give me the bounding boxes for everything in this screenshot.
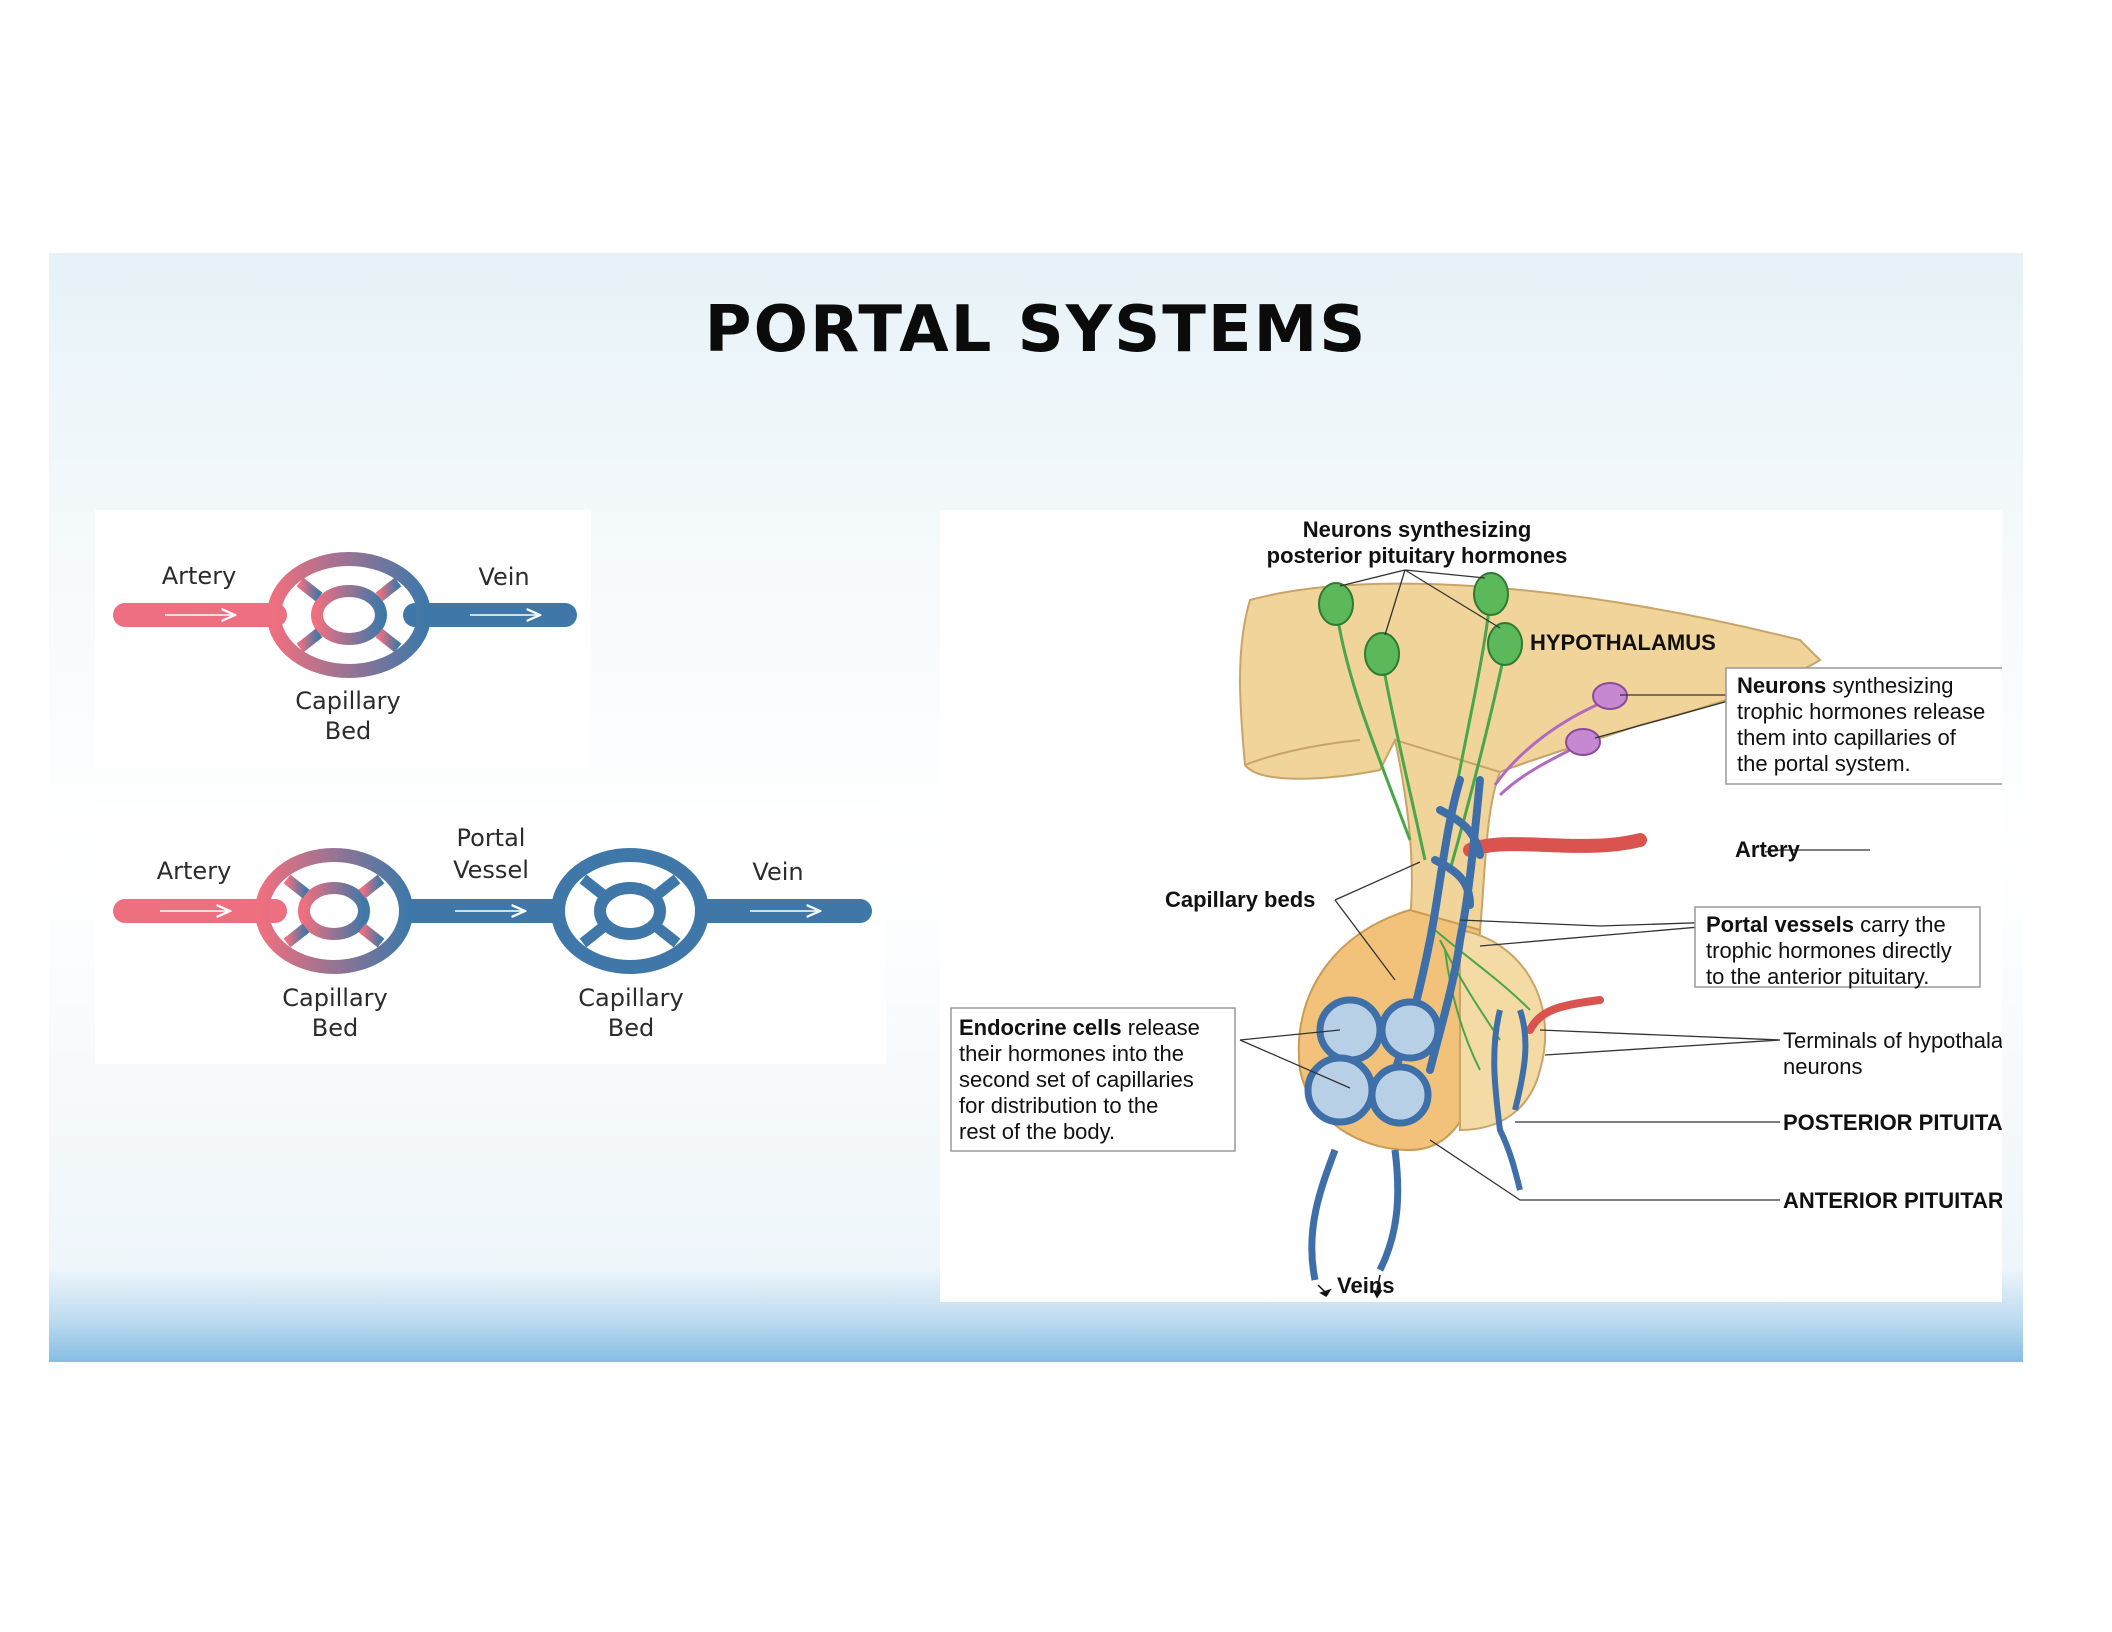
trophic-box-line3: them into capillaries of: [1737, 725, 1957, 750]
trophic-neurons-box: [1725, 667, 2011, 785]
portal-box-line1-rest: carry the: [1854, 912, 1946, 937]
endocrine-box-line1: Endocrine cells release: [959, 1015, 1200, 1040]
trophic-box-line1-rest: synthesizing: [1826, 673, 1953, 698]
endocrine-box-bold: Endocrine cells: [959, 1015, 1122, 1040]
simple-circulation-card: Artery Vein Capillary Bed: [95, 510, 591, 768]
portal-vessel-label-line1: Portal: [457, 824, 526, 852]
veins-arrows: [1317, 1274, 1383, 1299]
artery-vessel: [1463, 833, 1647, 1034]
endocrine-box-line5: rest of the body.: [959, 1119, 1115, 1144]
portal-circulation-diagram: Artery Portal Vessel Vein Capillary Bed …: [113, 824, 872, 1042]
hypothalamus-label: HYPOTHALAMUS: [1530, 630, 1716, 655]
capillary-bed-1-shape: [255, 848, 413, 974]
artery-label: Artery: [157, 857, 232, 885]
posterior-pituitary-label: POSTERIOR PITUITARY: [1783, 1110, 2002, 1135]
vein-label: Vein: [478, 563, 529, 591]
capillary-bed-label-line2: Bed: [325, 717, 371, 745]
trophic-box-bold: Neurons: [1737, 673, 1826, 698]
slide: PORTAL SYSTEMS: [49, 253, 2023, 1362]
trophic-box-line1: Neurons synthesizing: [1737, 673, 1953, 698]
portal-circulation-card: Artery Portal Vessel Vein Capillary Bed …: [95, 806, 886, 1064]
capillary-bed-2-label-line1: Capillary: [578, 984, 683, 1012]
endocrine-box-line4: for distribution to the: [959, 1093, 1158, 1118]
capillary-bed-2-label-line2: Bed: [608, 1014, 654, 1042]
page-title: PORTAL SYSTEMS: [704, 293, 1368, 367]
veins-label: Veins: [1337, 1273, 1394, 1298]
hypothalamic-portal-illustration: Neurons synthesizing posterior pituitary…: [950, 517, 2023, 1299]
neurons-posterior-label-line2: posterior pituitary hormones: [1267, 543, 1568, 568]
capillary-bed-posterior: [1491, 1009, 1529, 1191]
neurons-posterior-label-line1: Neurons synthesizing: [1303, 517, 1532, 542]
portal-box-line3: to the anterior pituitary.: [1706, 964, 1929, 989]
capillary-bed-label-line1: Capillary: [295, 687, 400, 715]
portal-vessels-box: [1694, 906, 1981, 988]
terminals-label-line1: Terminals of hypothalamic: [1783, 1028, 2002, 1053]
portal-box-bold: Portal vessels: [1706, 912, 1854, 937]
endocrine-cells-box: [950, 1007, 1236, 1152]
portal-box-line2: trophic hormones directly: [1706, 938, 1952, 963]
simple-circulation-diagram: Artery Vein Capillary Bed: [113, 552, 577, 745]
capillary-bed-1-label-line1: Capillary: [282, 984, 387, 1012]
terminals-label-line2: neurons: [1783, 1054, 1863, 1079]
portal-vessel-label-line2: Vessel: [453, 856, 529, 884]
artery-label: Artery: [1735, 837, 1801, 862]
posterior-neurons: [1318, 572, 1531, 1071]
vein-label: Vein: [752, 858, 803, 886]
artery-label: Artery: [162, 562, 237, 590]
anterior-pituitary-label: ANTERIOR PITUITARY: [1783, 1188, 2002, 1213]
capillary-beds-label: Capillary beds: [1165, 887, 1315, 912]
capillary-bed-2-shape: [551, 848, 709, 974]
capillary-bed-anterior: [1304, 996, 1442, 1281]
trophic-box-line2: trophic hormones release: [1737, 699, 1985, 724]
trophic-neurons: [1493, 682, 1628, 797]
portal-box-line1: Portal vessels carry the: [1706, 912, 1946, 937]
endocrine-box-line1-rest: release: [1122, 1015, 1200, 1040]
endocrine-box-line2: their hormones into the: [959, 1041, 1184, 1066]
capillary-bed-shape: [267, 552, 431, 678]
capillary-bed-1-label-line2: Bed: [312, 1014, 358, 1042]
endocrine-box-line3: second set of capillaries: [959, 1067, 1194, 1092]
hypothalamic-portal-card: Neurons synthesizing posterior pituitary…: [940, 510, 2023, 1302]
trophic-box-line4: the portal system.: [1737, 751, 1911, 776]
